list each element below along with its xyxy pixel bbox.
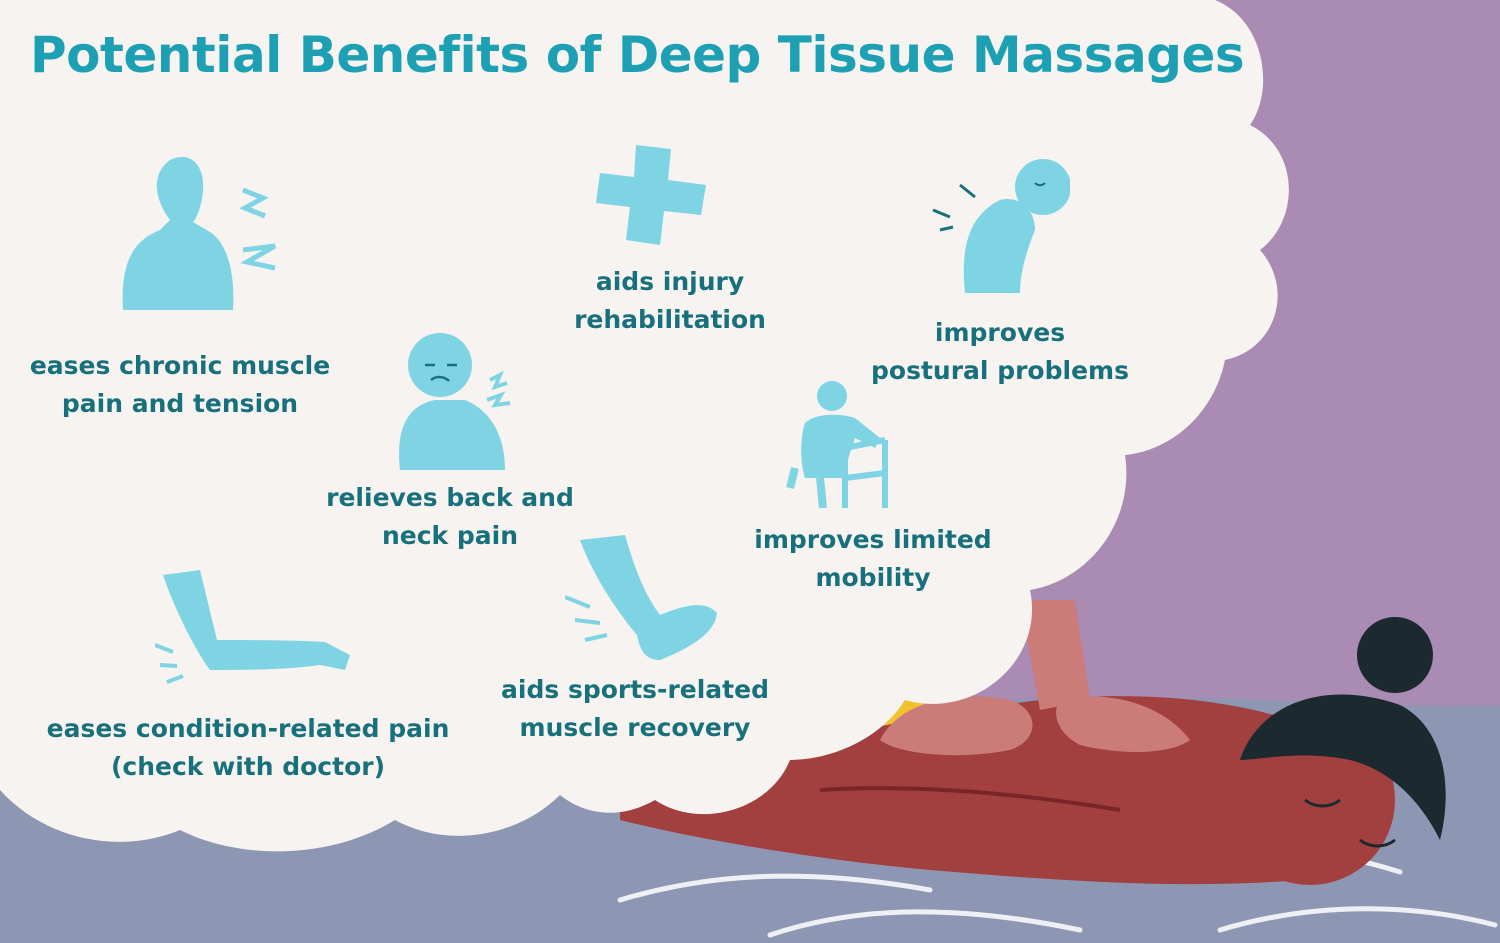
benefit-label-line1: improves	[934, 318, 1066, 347]
benefit-label-line2: rehabilitation	[574, 305, 766, 334]
benefit-label-line2: (check with doctor)	[110, 752, 386, 781]
benefit-label-line1: relieves back and	[326, 483, 574, 512]
benefit-label-line2: mobility	[815, 563, 931, 592]
benefit-label-line1: improves limited	[754, 525, 992, 554]
benefit-label-postural-problems: improves postural problems	[871, 314, 1129, 390]
thought-cloud	[0, 0, 1289, 852]
benefit-label-condition-related-pain: eases condition-related pain (check with…	[47, 710, 450, 786]
benefit-label-line2: muscle recovery	[519, 713, 751, 742]
benefit-label-line1: aids sports-related	[501, 675, 769, 704]
benefit-label-line2: pain and tension	[61, 389, 299, 418]
benefit-label-injury-rehabilitation: aids injury rehabilitation	[574, 263, 766, 339]
neck-pain-person-icon	[399, 333, 511, 470]
sore-arm-icon	[155, 570, 350, 684]
sore-leg-foot-icon	[565, 535, 717, 660]
hunched-posture-person-icon	[932, 159, 1070, 293]
benefit-label-limited-mobility: improves limited mobility	[754, 521, 991, 597]
page-title: Potential Benefits of Deep Tissue Massag…	[30, 26, 1245, 84]
benefit-label-back-neck-pain: relieves back and neck pain	[326, 479, 574, 555]
benefit-label-line1: eases condition-related pain	[46, 714, 450, 743]
benefit-label-sports-recovery: aids sports-related muscle recovery	[501, 671, 769, 747]
benefit-label-line1: aids injury	[595, 267, 745, 296]
benefit-label-line2: postural problems	[871, 356, 1129, 385]
benefit-label-line1: eases chronic muscle	[29, 351, 331, 380]
benefit-label-chronic-muscle-pain: eases chronic muscle pain and tension	[30, 347, 330, 423]
therapist-hands-illustration	[880, 600, 1190, 756]
walker-person-icon	[786, 381, 888, 509]
medical-cross-icon	[596, 145, 706, 245]
sore-shoulder-person-icon	[122, 156, 277, 310]
benefit-label-line2: neck pain	[381, 521, 519, 550]
